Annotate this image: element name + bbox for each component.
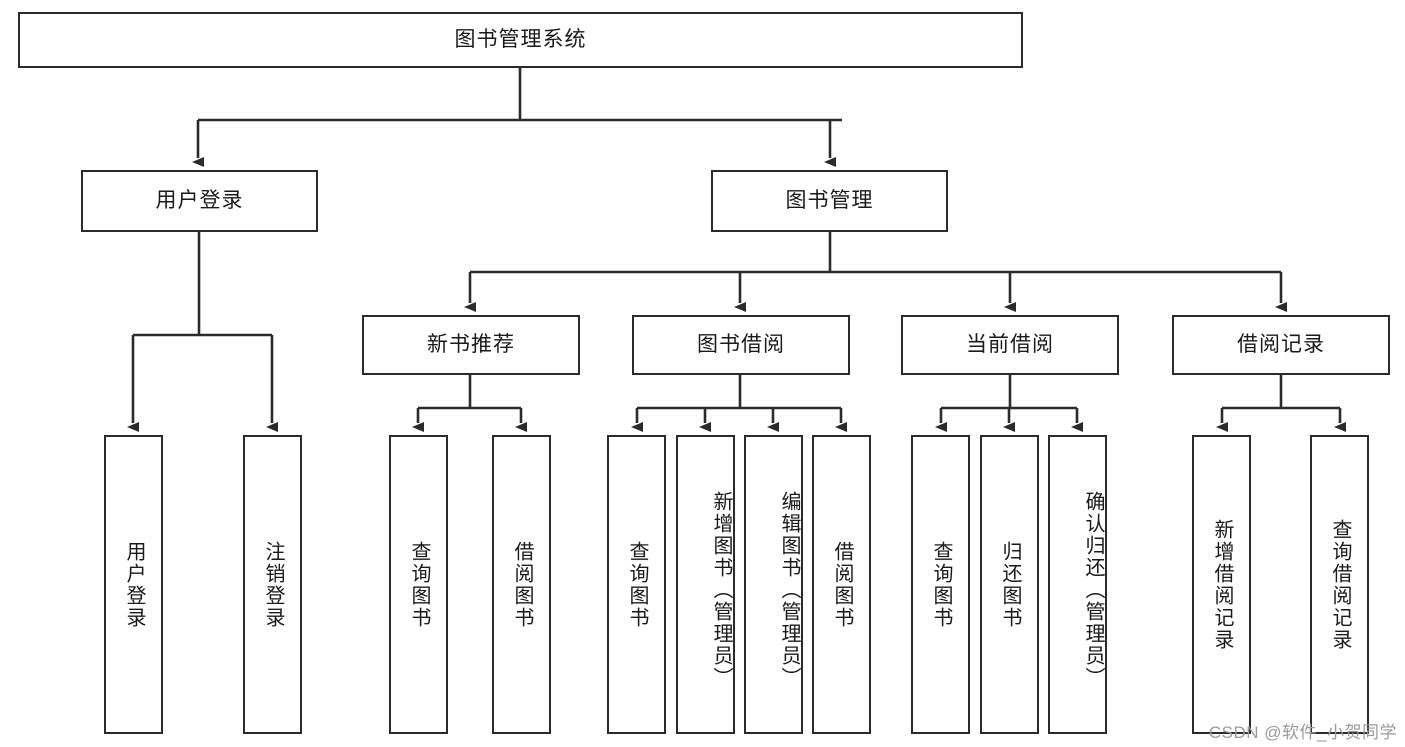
node-label: 确认归还（管理员） <box>1082 490 1104 689</box>
node-root-book-management-system[interactable]: 图书管理系统 <box>18 12 1023 68</box>
node-label: 查询图书 <box>408 540 430 629</box>
node-label: 图书借阅 <box>697 333 785 357</box>
node-user-login[interactable]: 用户登录 <box>81 170 318 232</box>
node-label: 借阅记录 <box>1237 333 1325 357</box>
node-borrow-record[interactable]: 借阅记录 <box>1172 315 1390 375</box>
node-label: 当前借阅 <box>966 333 1054 357</box>
node-label: 借阅图书 <box>511 540 533 629</box>
leaf-query-book-borrow[interactable]: 查询图书 <box>607 435 666 734</box>
node-label: 用户登录 <box>155 189 244 213</box>
watermark: CSDN @软件_小贺同学 <box>1208 723 1397 742</box>
node-new-book-recommend[interactable]: 新书推荐 <box>362 315 580 375</box>
node-label: 图书管理 <box>785 189 874 213</box>
leaf-confirm-return-admin[interactable]: 确认归还（管理员） <box>1048 435 1107 734</box>
node-label: 新增借阅记录 <box>1211 518 1233 651</box>
leaf-query-book-current[interactable]: 查询图书 <box>911 435 970 734</box>
node-label: 编辑图书（管理员） <box>778 490 800 689</box>
leaf-return-book[interactable]: 归还图书 <box>980 435 1039 734</box>
node-book-management[interactable]: 图书管理 <box>711 170 948 232</box>
node-label: 查询图书 <box>626 540 648 629</box>
node-label: 查询借阅记录 <box>1329 518 1351 651</box>
leaf-edit-book-admin[interactable]: 编辑图书（管理员） <box>744 435 803 734</box>
leaf-query-book-recommend[interactable]: 查询图书 <box>389 435 448 734</box>
leaf-user-login[interactable]: 用户登录 <box>104 435 163 734</box>
node-label: 新书推荐 <box>427 333 515 357</box>
node-label: 注销登录 <box>262 540 284 629</box>
node-label: 查询图书 <box>930 540 952 629</box>
leaf-query-borrow-record[interactable]: 查询借阅记录 <box>1310 435 1369 734</box>
node-label: 图书管理系统 <box>454 28 587 52</box>
node-current-borrow[interactable]: 当前借阅 <box>901 315 1119 375</box>
node-label: 用户登录 <box>123 540 145 629</box>
node-label: 归还图书 <box>999 540 1021 629</box>
leaf-add-borrow-record[interactable]: 新增借阅记录 <box>1192 435 1251 734</box>
leaf-user-logout[interactable]: 注销登录 <box>243 435 302 734</box>
node-label: 新增图书（管理员） <box>710 490 732 689</box>
node-book-borrow[interactable]: 图书借阅 <box>632 315 850 375</box>
leaf-borrow-book-recommend[interactable]: 借阅图书 <box>492 435 551 734</box>
leaf-borrow-book[interactable]: 借阅图书 <box>812 435 871 734</box>
node-label: 借阅图书 <box>831 540 853 629</box>
leaf-add-book-admin[interactable]: 新增图书（管理员） <box>676 435 735 734</box>
